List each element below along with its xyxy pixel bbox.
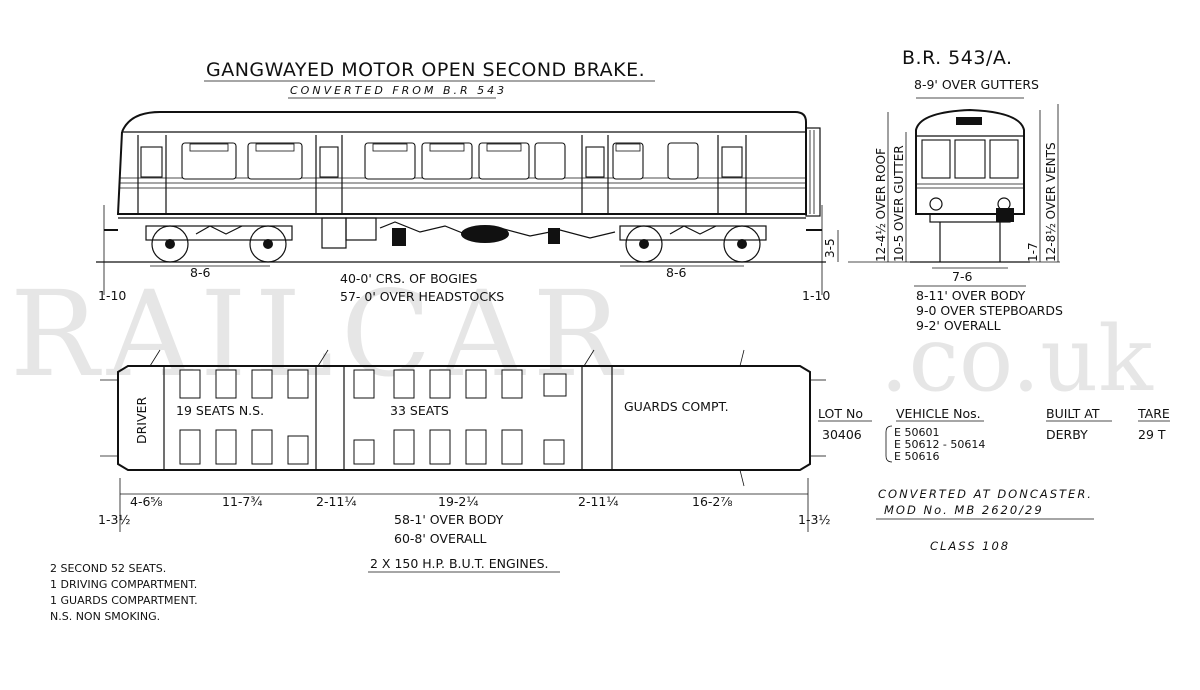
mod-number: MOD No. MB 2620/29 bbox=[884, 503, 1044, 517]
plan-view bbox=[100, 349, 826, 532]
over-stepboards-width: 9-0 OVER STEPBOARDS bbox=[916, 303, 1063, 318]
main-saloon-label: 33 SEATS bbox=[390, 403, 449, 418]
bogie-width-dimension: 7-6 bbox=[952, 269, 972, 284]
note-line-2: 1 DRIVING COMPARTMENT. bbox=[50, 578, 197, 591]
diagram-reference: B.R. 543/A. bbox=[902, 47, 1013, 69]
note-line-1: 2 SECOND 52 SEATS. bbox=[50, 562, 166, 575]
overall-width: 9-2' OVERALL bbox=[916, 318, 1001, 333]
watermark-suffix: .co.uk bbox=[880, 307, 1154, 412]
left-bogie bbox=[145, 225, 293, 263]
engines-note: 2 X 150 H.P. B.U.T. ENGINES. bbox=[370, 556, 549, 571]
vehicle-number-1: E 50601 bbox=[894, 426, 939, 439]
plan-dimension-4: 19-2¼ bbox=[438, 494, 479, 509]
over-headstocks-dimension: 57- 0' OVER HEADSTOCKS bbox=[340, 289, 504, 304]
left-overhang-dimension: 1-10 bbox=[98, 288, 126, 303]
vehicle-number-2: E 50612 - 50614 bbox=[894, 438, 985, 451]
over-gutter-dimension: 10-5 OVER GUTTER bbox=[892, 145, 906, 262]
tare-value: 29 T bbox=[1138, 427, 1166, 442]
note-line-4: N.S. NON SMOKING. bbox=[50, 610, 160, 623]
built-header: BUILT AT bbox=[1046, 406, 1100, 421]
plan-over-body-dimension: 58-1' OVER BODY bbox=[394, 512, 504, 527]
plan-dimension-1: 4-6⅝ bbox=[130, 494, 163, 509]
over-vents-dimension: 12-8½ OVER VENTS bbox=[1044, 142, 1058, 262]
right-bogie bbox=[619, 225, 767, 263]
end-elevation bbox=[848, 97, 1060, 287]
left-bogie-wheelbase: 8-6 bbox=[190, 265, 210, 280]
plan-right-end-dimension: 1-3½ bbox=[798, 512, 831, 527]
plan-dimension-6: 16-2⅞ bbox=[692, 494, 733, 509]
over-roof-dimension: 12-4½ OVER ROOF bbox=[874, 148, 888, 262]
guards-compartment-label: GUARDS COMPT. bbox=[624, 399, 729, 414]
right-overhang-dimension: 1-10 bbox=[802, 288, 830, 303]
watermark-main: RAILCAR bbox=[10, 265, 629, 403]
non-smoking-saloon-label: 19 SEATS N.S. bbox=[176, 403, 264, 418]
vehicle-number-3: E 50616 bbox=[894, 450, 939, 463]
tare-header: TARE bbox=[1137, 406, 1170, 421]
over-gutters-dimension: 8-9' OVER GUTTERS bbox=[914, 77, 1039, 92]
plan-dimension-5: 2-11¼ bbox=[578, 494, 619, 509]
drawing-title: GANGWAYED MOTOR OPEN SECOND BRAKE. bbox=[206, 59, 645, 81]
over-body-width: 8-11' OVER BODY bbox=[916, 288, 1026, 303]
floor-height-dimension: 3-5 bbox=[823, 238, 837, 258]
lot-header: LOT No bbox=[818, 406, 863, 421]
bogie-centres-dimension: 40-0' CRS. OF BOGIES bbox=[340, 271, 478, 286]
class-label: CLASS 108 bbox=[930, 539, 1010, 553]
lot-number: 30406 bbox=[822, 427, 862, 442]
built-at-value: DERBY bbox=[1046, 427, 1088, 442]
plan-overall-dimension: 60-8' OVERALL bbox=[394, 531, 487, 546]
side-elevation bbox=[96, 111, 839, 295]
plan-left-end-dimension: 1-3½ bbox=[98, 512, 131, 527]
plan-dimension-2: 11-7¾ bbox=[222, 494, 263, 509]
vehicle-header: VEHICLE Nos. bbox=[896, 406, 981, 421]
plan-dimension-3: 2-11¼ bbox=[316, 494, 357, 509]
converted-note: CONVERTED AT DONCASTER. bbox=[878, 487, 1093, 501]
driver-compartment-label: DRIVER bbox=[134, 397, 149, 444]
note-line-3: 1 GUARDS COMPARTMENT. bbox=[50, 594, 198, 607]
step-height-dimension: 1-7 bbox=[1026, 242, 1040, 262]
right-bogie-wheelbase: 8-6 bbox=[666, 265, 686, 280]
drawing-subtitle: CONVERTED FROM B.R 543 bbox=[290, 84, 507, 97]
